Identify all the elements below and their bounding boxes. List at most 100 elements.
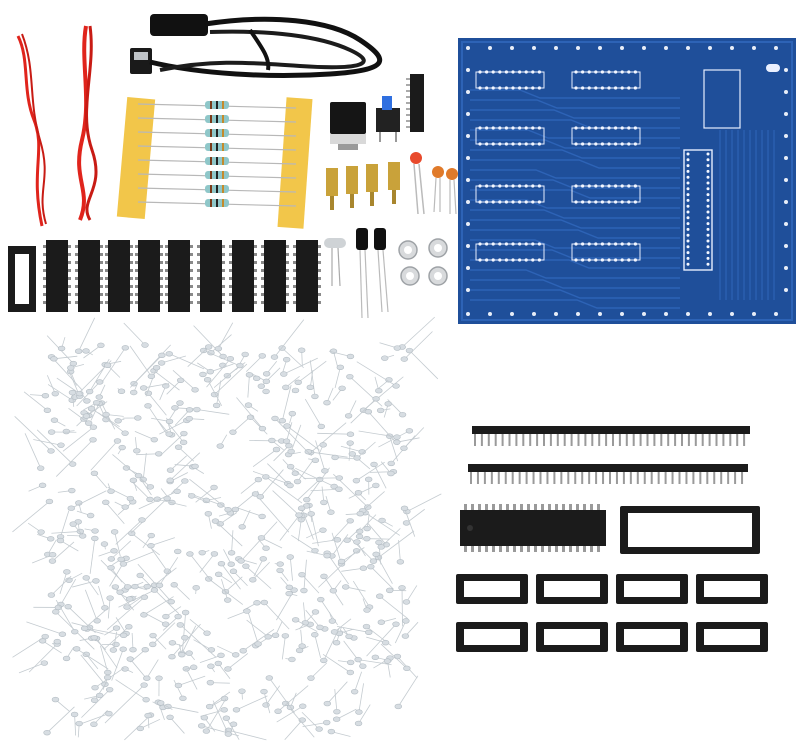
led-icon bbox=[186, 551, 194, 557]
led-icon bbox=[271, 632, 280, 638]
led-icon bbox=[319, 527, 327, 533]
led-icon bbox=[110, 548, 118, 554]
led-icon bbox=[311, 632, 319, 638]
led-icon bbox=[107, 488, 115, 494]
led-icon bbox=[142, 696, 150, 703]
led-icon bbox=[323, 399, 331, 406]
led-icon bbox=[400, 445, 408, 451]
led-icon bbox=[333, 537, 342, 543]
led-icon bbox=[168, 654, 176, 660]
led-icon bbox=[311, 609, 320, 615]
led-icon bbox=[282, 356, 291, 363]
led-icon bbox=[236, 362, 244, 369]
led-icon bbox=[359, 565, 368, 571]
led-icon bbox=[295, 647, 304, 654]
led-icon bbox=[85, 388, 94, 395]
led-icon bbox=[157, 700, 165, 706]
led-icon bbox=[89, 437, 97, 443]
led-icon bbox=[260, 688, 268, 695]
red-led bbox=[410, 152, 425, 215]
led-icon bbox=[381, 355, 389, 361]
led-icon bbox=[70, 711, 79, 718]
led-icon bbox=[307, 675, 315, 681]
led-icon bbox=[282, 384, 290, 391]
led-icon bbox=[224, 666, 232, 672]
led-icon bbox=[291, 470, 300, 476]
led-icon bbox=[146, 484, 155, 490]
led-icon bbox=[143, 675, 151, 681]
led-icon bbox=[57, 345, 66, 352]
led-icon bbox=[96, 379, 104, 385]
led-icon bbox=[285, 590, 293, 597]
led-icon bbox=[50, 417, 59, 423]
led-icon bbox=[105, 710, 113, 717]
led-icon bbox=[286, 554, 294, 560]
led-icon bbox=[229, 568, 238, 574]
standoff-icon bbox=[346, 166, 358, 194]
led-icon bbox=[278, 418, 287, 424]
led-icon bbox=[56, 537, 65, 544]
led-icon bbox=[103, 674, 112, 681]
led-icon bbox=[140, 594, 149, 600]
led-icon bbox=[176, 377, 185, 383]
led-icon bbox=[231, 506, 240, 513]
led-icon bbox=[97, 342, 105, 349]
led-icon bbox=[258, 353, 266, 359]
led-icon bbox=[166, 477, 174, 483]
led-icon bbox=[327, 728, 336, 735]
led-icon bbox=[95, 394, 103, 400]
led-icon bbox=[174, 613, 182, 620]
chip-icon bbox=[264, 240, 286, 312]
led-icon bbox=[117, 388, 126, 394]
usb-plug-icon bbox=[130, 48, 152, 74]
led-icon bbox=[69, 521, 77, 527]
led-icon bbox=[402, 618, 410, 624]
led-icon bbox=[173, 488, 181, 495]
led-icon bbox=[138, 517, 146, 523]
led-icon bbox=[353, 455, 361, 461]
led-icon bbox=[90, 470, 99, 477]
led-icon bbox=[82, 348, 90, 354]
led-icon bbox=[36, 465, 45, 471]
led-icon bbox=[232, 652, 240, 658]
led-icon bbox=[346, 353, 355, 360]
led-icon bbox=[283, 423, 291, 429]
led-icon bbox=[316, 624, 324, 631]
led-icon bbox=[362, 623, 371, 630]
led-icon bbox=[387, 460, 395, 467]
led-icon bbox=[392, 621, 400, 627]
led-icon bbox=[83, 398, 91, 404]
led-icon bbox=[181, 609, 190, 616]
led-icon bbox=[400, 505, 409, 512]
chip-icon bbox=[232, 240, 254, 312]
led-icon bbox=[107, 556, 116, 562]
led-icon bbox=[259, 556, 267, 562]
ic-footprint bbox=[571, 185, 641, 203]
brass-standoffs bbox=[326, 162, 400, 210]
led-icon bbox=[375, 388, 383, 394]
led-icon bbox=[392, 383, 400, 389]
led-icon bbox=[91, 528, 99, 534]
usb-power-cable bbox=[130, 14, 382, 78]
led-icon bbox=[243, 608, 251, 614]
led-icon bbox=[375, 539, 383, 546]
led-icon bbox=[57, 442, 65, 448]
led-icon bbox=[364, 476, 373, 483]
led-icon bbox=[317, 596, 325, 603]
chip-icon bbox=[108, 240, 130, 312]
led-icon bbox=[278, 345, 286, 351]
led-icon bbox=[288, 656, 296, 663]
led-icon bbox=[245, 372, 254, 378]
led-icon bbox=[51, 390, 59, 397]
led-icon bbox=[58, 631, 67, 637]
led-icon bbox=[67, 505, 75, 511]
led-icon bbox=[227, 550, 236, 556]
led-icon bbox=[185, 650, 193, 656]
led-icon bbox=[321, 468, 329, 474]
led-icon bbox=[170, 582, 178, 588]
led-icon bbox=[337, 558, 346, 565]
led-icon bbox=[256, 494, 265, 500]
led-icon bbox=[238, 524, 246, 530]
led-icon bbox=[131, 583, 139, 590]
led-icon bbox=[227, 561, 235, 567]
